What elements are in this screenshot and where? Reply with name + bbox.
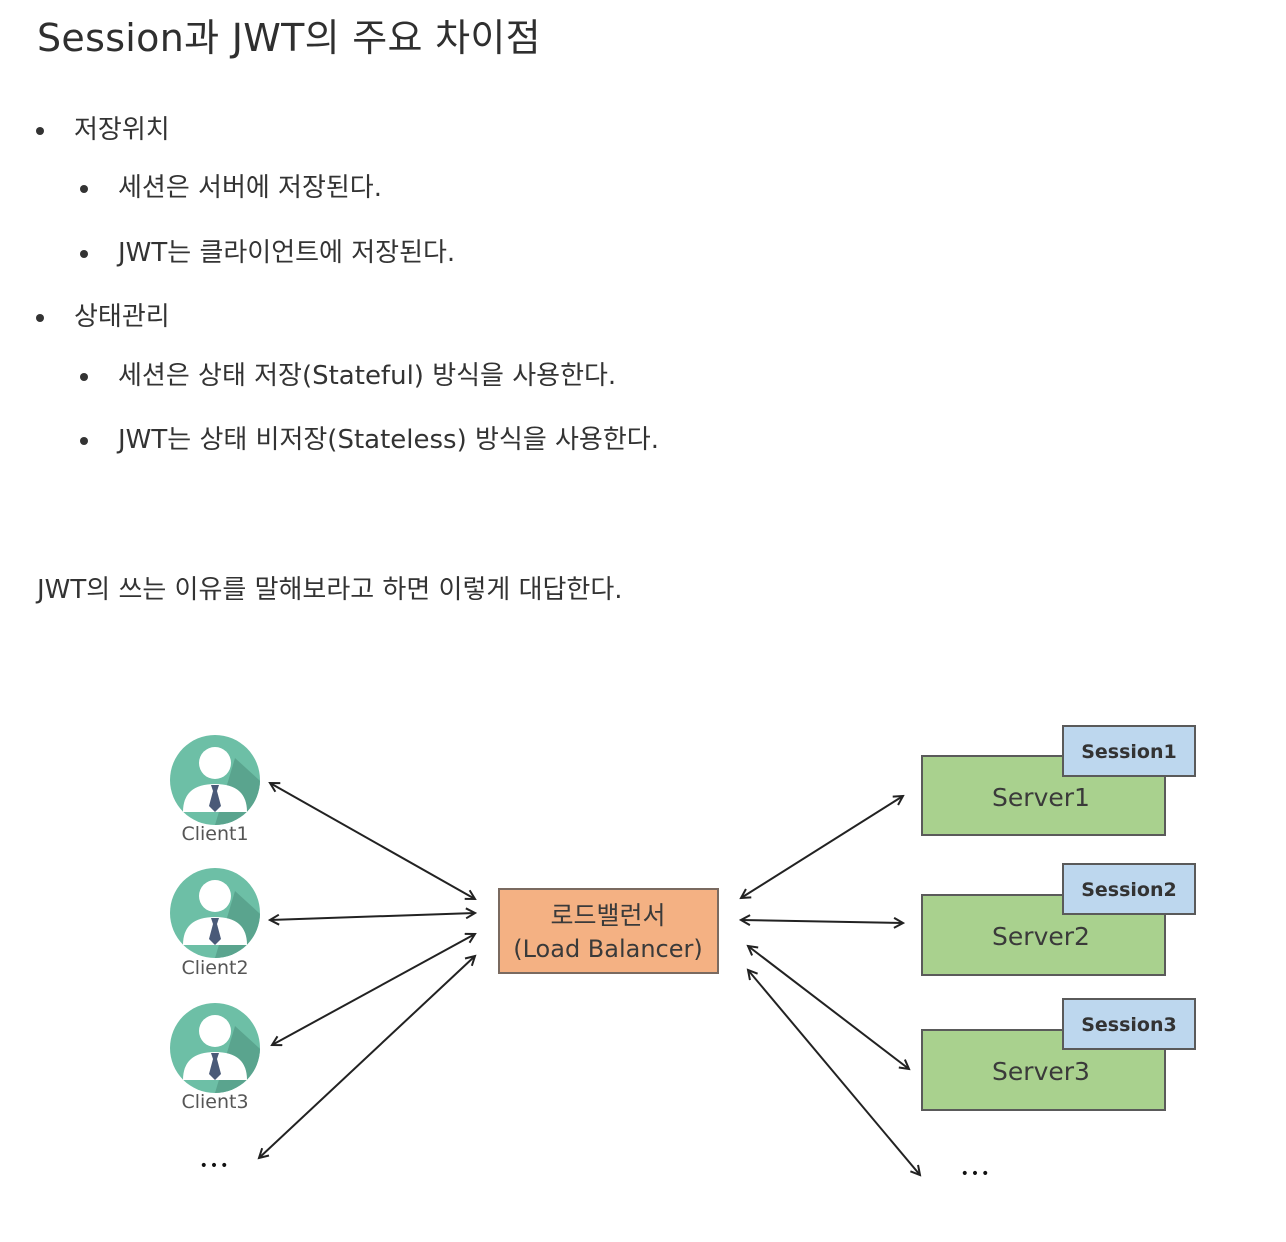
arrow-more-lb [259,956,475,1158]
arrow-lb-server1 [741,796,903,898]
session-label: Session1 [1081,741,1177,763]
bullet-icon [80,250,88,258]
arrow-client2-lb [270,913,475,920]
list-item-label: 상태관리 [74,302,170,332]
arrow-lb-server3 [748,946,909,1069]
session-box [1062,998,1196,1050]
client-label: Client1 [181,823,248,845]
client-1: Client1 [170,735,260,845]
client-3: Client3 [170,1003,260,1113]
session-box [1062,863,1196,915]
server-2: Session2 Server2 [921,863,1196,976]
session-box [1062,725,1196,777]
server-label: Server2 [992,922,1090,951]
bullet-icon [36,127,44,135]
list-item-storage: 저장위치 [36,113,170,147]
session-label: Session2 [1081,879,1177,901]
client-label: Client2 [181,957,248,979]
sub-list-item: 세션은 상태 저장(Stateful) 방식을 사용한다. [80,359,617,393]
client-2: Client2 [170,868,260,979]
sub-list-item: JWT는 상태 비저장(Stateless) 방식을 사용한다. [80,423,659,457]
sub-list-item-text: JWT는 상태 비저장(Stateless) 방식을 사용한다. [118,425,659,455]
server-label: Server1 [992,783,1090,812]
arrow-lb-more [748,970,920,1175]
arrow-client3-lb [272,934,475,1045]
sub-list-item-text: 세션은 상태 저장(Stateful) 방식을 사용한다. [118,361,617,391]
paragraph: JWT의 쓰는 이유를 말해보라고 하면 이렇게 대답한다. [37,575,623,605]
list-item-label: 저장위치 [74,115,170,145]
bullet-icon [80,185,88,193]
load-balancer-label-ko: 로드밸런서 [550,901,665,930]
sub-list-item-text: 세션은 서버에 저장된다. [118,173,382,203]
page-title: Session과 JWT의 주요 차이점 [37,16,541,60]
arrow-lb-server2 [741,920,903,923]
sub-list-item: 세션은 서버에 저장된다. [80,171,382,205]
load-balancer-label-en: (Load Balancer) [513,935,703,963]
list-item-state: 상태관리 [36,300,170,334]
clients-ellipsis: ••• [200,1158,231,1174]
bullet-icon [80,437,88,445]
user-icon [170,868,260,958]
sub-list-item-text: JWT는 클라이언트에 저장된다. [118,238,456,268]
load-balancer-box: 로드밸런서 (Load Balancer) [498,888,719,974]
user-icon [170,1003,260,1093]
server-1: Session1 Server1 [921,725,1196,836]
user-icon [170,735,260,825]
session-label: Session3 [1081,1014,1177,1036]
server-3: Session3 Server3 [921,998,1196,1111]
bullet-icon [36,314,44,322]
arrow-client1-lb [270,783,475,899]
server-label: Server3 [992,1057,1090,1086]
bullet-icon [80,373,88,381]
client-label: Client3 [181,1091,248,1113]
sub-list-item: JWT는 클라이언트에 저장된다. [80,236,456,270]
servers-ellipsis: ••• [961,1166,992,1182]
